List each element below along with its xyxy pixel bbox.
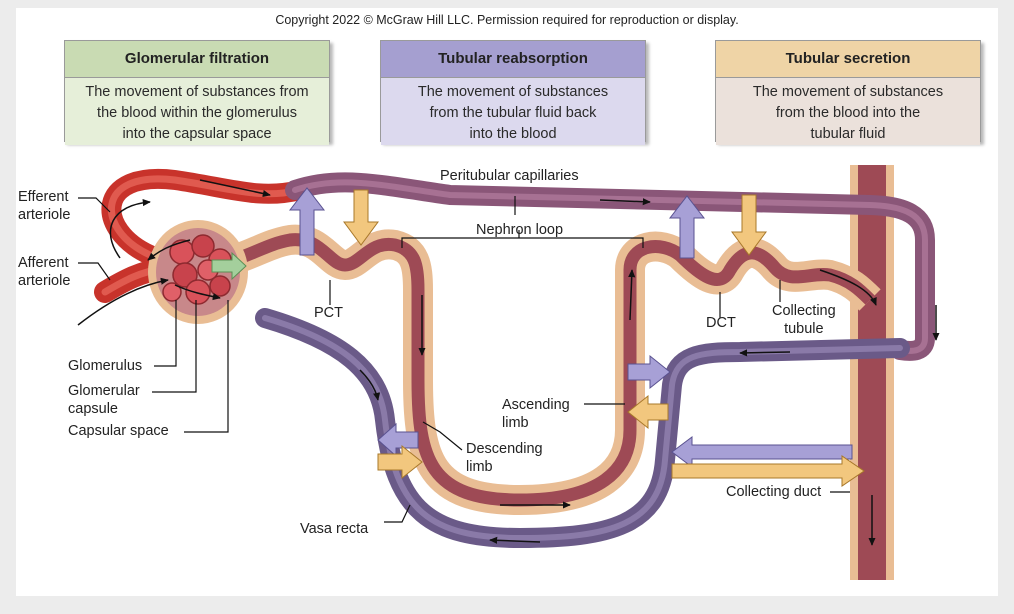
leader-lines [78,196,850,523]
description-line: from the tubular fluid back [429,105,597,121]
secretion-arrow-ascending [627,394,669,430]
description-line: into the capsular space [122,126,272,142]
glomerular-filtration-box: Glomerular filtration The movement of su… [64,40,330,145]
label-line: Ascending [502,397,570,413]
reabsorption-arrow-descending [377,422,419,458]
label-line: Descending [466,441,543,457]
label-line: Afferent [18,255,69,271]
label-line: arteriole [18,273,71,289]
glomerular-filtration-title: Glomerular filtration [65,41,329,78]
filtration-arrow [211,251,247,281]
collecting-duct-label: Collecting duct [726,484,822,500]
label-line: capsule [68,401,118,417]
tubular-reabsorption-box: Tubular reabsorption The movement of sub… [380,40,646,145]
efferent-arteriole-label: Efferent arteriole [18,188,70,224]
secretion-arrow-pct [343,189,379,246]
tubular-secretion-title: Tubular secretion [716,41,980,78]
glomerular-filtration-description: The movement of substances from the bloo… [65,78,329,145]
capsular-space-label: Capsular space [68,423,169,439]
afferent-arteriole-label: Afferent arteriole [18,254,70,290]
tubular-reabsorption-title: Tubular reabsorption [381,41,645,78]
glomerular-capsule-label: Glomerular capsule [68,382,140,418]
peritubular-capillaries-label: Peritubular capillaries [440,168,579,184]
dct-label: DCT [706,315,736,331]
reabsorption-arrow-collecting-duct [671,436,853,468]
description-line: The movement of substances [752,84,944,100]
secretion-arrow-dct [731,194,767,256]
collecting-duct [850,165,894,580]
secretion-arrow-descending [377,444,423,480]
descending-limb-label: Descending limb [466,440,543,476]
reabsorption-arrow-ascending [627,354,671,390]
nephron-loop-label: Nephron loop [476,222,564,238]
flow-arrows [77,179,940,546]
label-line: arteriole [18,207,71,223]
tubular-reabsorption-description: The movement of substances from the tubu… [381,78,645,145]
label-line: Glomerular [68,383,140,399]
label-line: Efferent [18,189,69,205]
copyright-notice: Copyright 2022 © McGraw Hill LLC. Permis… [275,13,739,27]
description-line: from the blood into the [775,105,921,121]
description-line: The movement of substances [417,84,609,100]
description-line: the blood within the glomerulus [97,105,297,121]
reabsorption-arrow-dct [668,195,706,259]
reabsorption-arrow-pct [288,187,326,256]
glomerulus [162,234,232,305]
label-line: Collecting [772,303,836,319]
glomerulus-label: Glomerulus [68,358,143,374]
secretion-arrow-collecting-duct [671,455,865,487]
tubular-secretion-box: Tubular secretion The movement of substa… [715,40,981,145]
vasa-recta-label: Vasa recta [300,521,369,537]
tubular-secretion-description: The movement of substances from the bloo… [716,78,980,145]
description-line: tubular fluid [810,126,886,142]
collecting-tubule-label: Collecting tubule [772,302,836,338]
label-line: limb [466,459,493,475]
pct-label: PCT [314,305,343,321]
vasa-recta-vessel [255,308,910,549]
label-line: limb [502,415,529,431]
label-line: tubule [784,321,824,337]
description-line: The movement of substances from [85,84,309,100]
description-line: into the blood [469,126,557,142]
renal-tubule [199,224,881,515]
ascending-limb-label: Ascending limb [502,396,570,432]
